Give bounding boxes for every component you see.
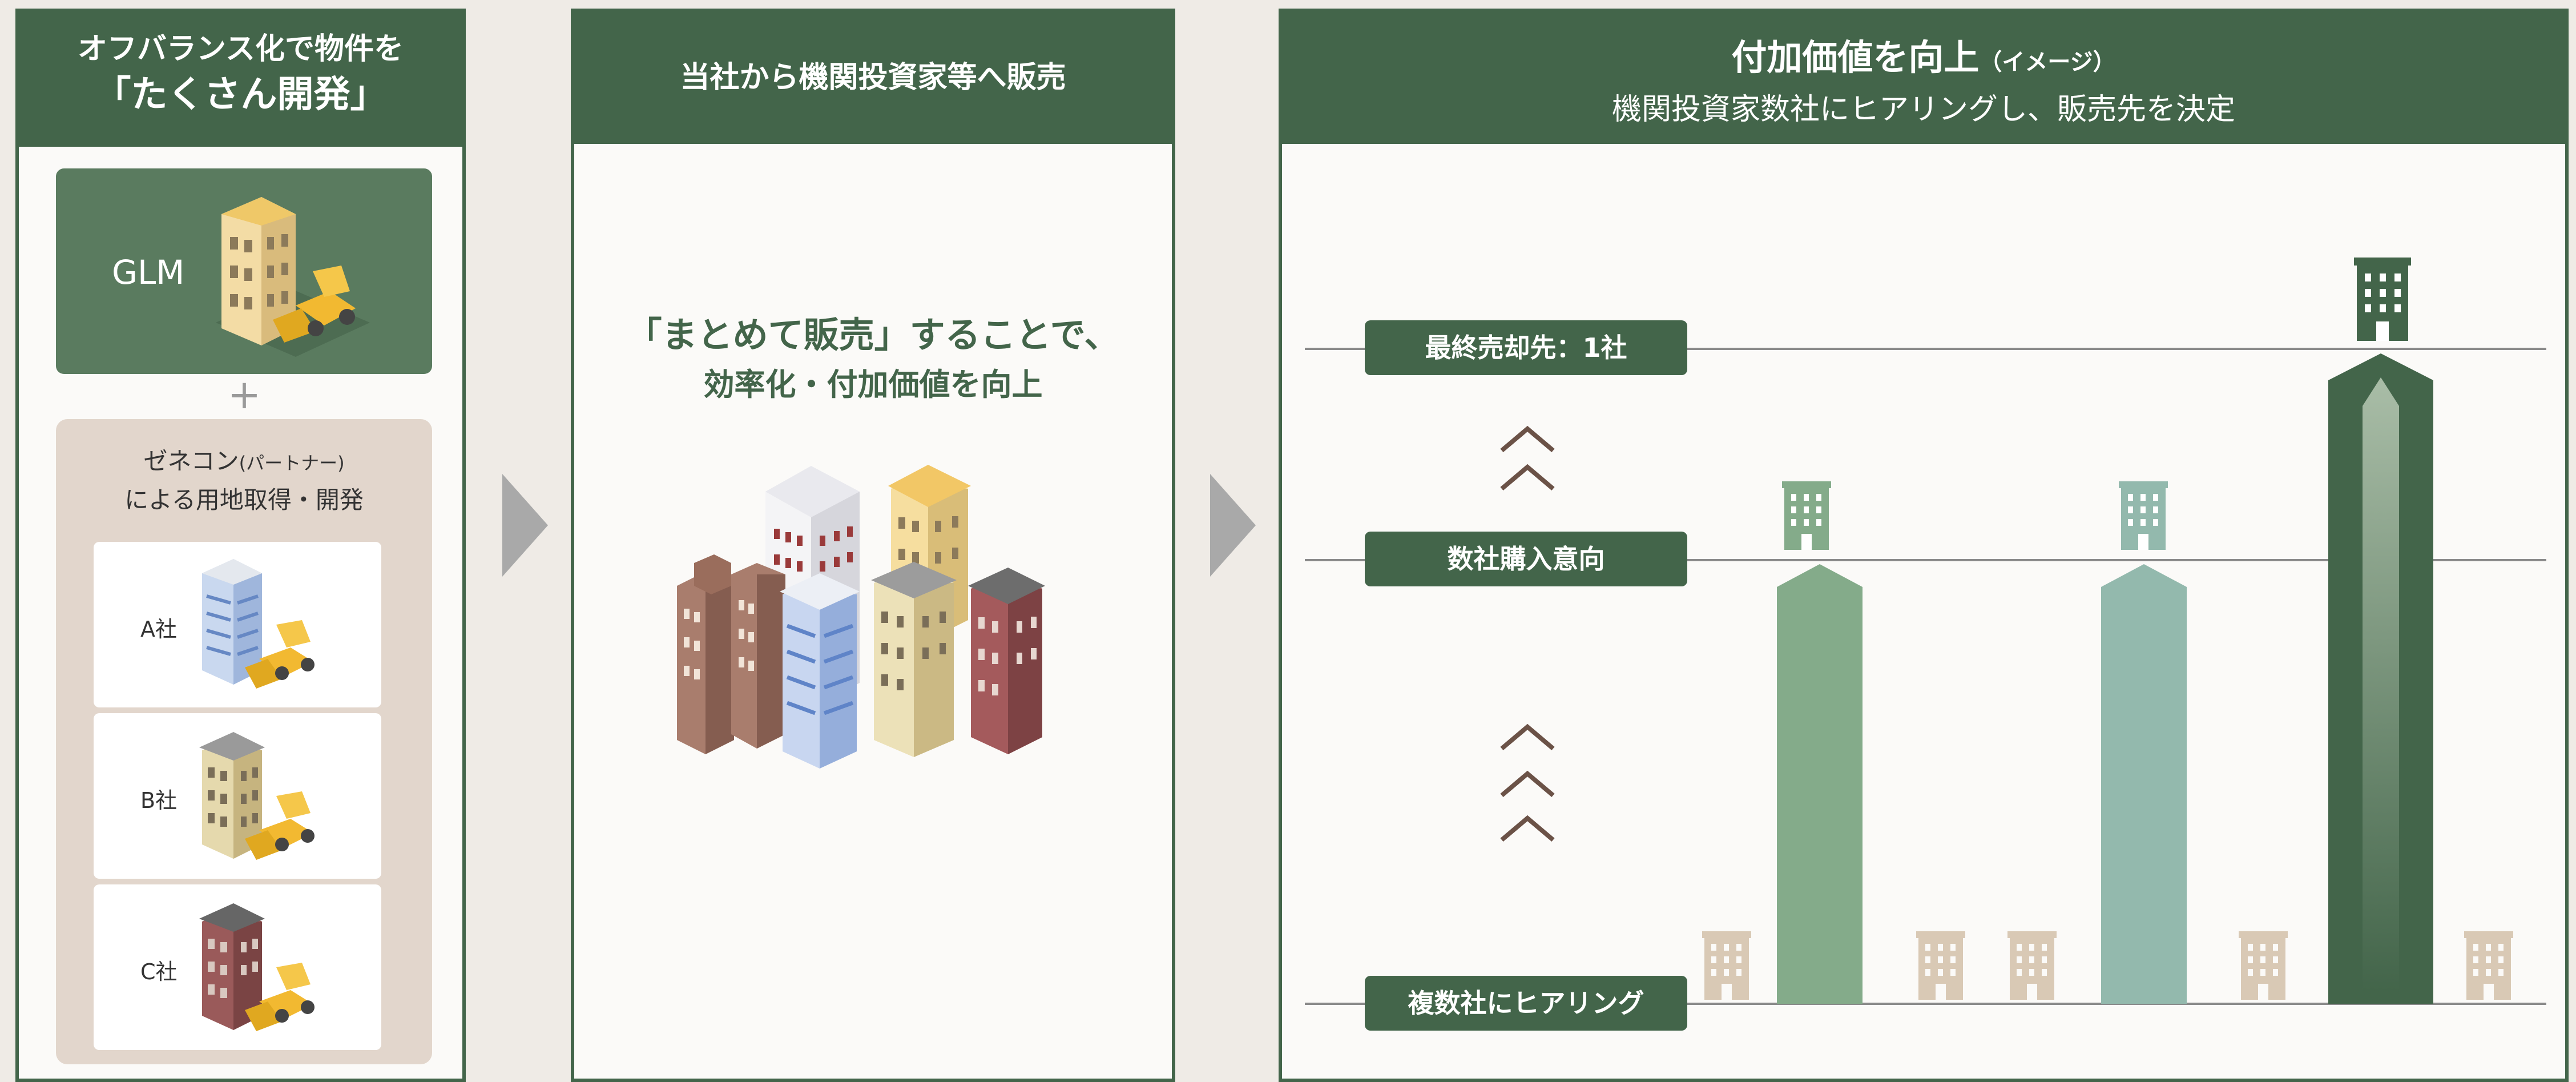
- company-label-a: A社: [140, 617, 177, 642]
- arrow-right-icon: [502, 474, 548, 577]
- office-building-bulldozer-icon: [202, 559, 315, 689]
- level-label-hearing: 複数社にヒアリング: [1365, 976, 1687, 1031]
- panel-value-title: 付加価値を向上（イメージ）: [1282, 35, 2565, 90]
- building-icon: [2354, 258, 2411, 341]
- panel-sales-lead-line2: 効率化・付加価値を向上: [703, 367, 1043, 403]
- bar-green: [1777, 564, 1863, 1004]
- building-with-bulldozer-icon: [216, 197, 370, 357]
- panel-sales-header: 当社から機関投資家等へ販売: [574, 12, 1172, 144]
- partner-title-main: ゼネコン: [143, 447, 239, 475]
- panel-development-title-line1: オフバランス化で物件を: [78, 32, 404, 66]
- glm-card: GLM: [56, 168, 432, 374]
- building-icon: [2119, 481, 2168, 550]
- partner-title-small: (パートナー): [239, 452, 345, 474]
- brick-building-bulldozer-icon: [199, 903, 315, 1031]
- arrow-up-icon: [2363, 377, 2399, 991]
- company-card-a: A社: [94, 542, 381, 707]
- panel-value-header: 付加価値を向上（イメージ） 機関投資家数社にヒアリングし、販売先を決定: [1282, 12, 2565, 144]
- bar-teal: [2101, 564, 2187, 1004]
- panel-value-subtitle: 機関投資家数社にヒアリングし、販売先を決定: [1611, 92, 2235, 127]
- partner-group: ゼネコン(パートナー) による用地取得・開発 A社: [56, 419, 432, 1064]
- company-label-b: B社: [140, 788, 178, 813]
- arrow-right-icon: [1210, 474, 1256, 577]
- level-label-final: 最終売却先：1社: [1365, 320, 1687, 375]
- panel-development-header: オフバランス化で物件を 「たくさん開発」: [19, 12, 462, 147]
- chevron-up-icon: [1500, 723, 1555, 842]
- building-icon: [1782, 481, 1831, 550]
- glm-label: GLM: [112, 253, 185, 292]
- building-cluster-icon: [677, 465, 1045, 769]
- panel-sales-title: 当社から機関投資家等へ販売: [680, 61, 1066, 95]
- panel-development: オフバランス化で物件を 「たくさん開発」 GLM + ゼネコ: [15, 9, 466, 1082]
- panel-value-title-main: 付加価値を向上: [1731, 37, 1980, 78]
- level-label-intent: 数社購入意向: [1365, 532, 1687, 586]
- panel-sales-lead-line1: 「まとめて販売」することで、: [626, 314, 1120, 356]
- company-card-c: C社: [94, 884, 381, 1050]
- building-windows: [1711, 944, 2504, 1000]
- partner-title: ゼネコン(パートナー): [56, 442, 432, 477]
- partner-title-line2: による用地取得・開発: [124, 486, 364, 514]
- panel-value-title-small: （イメージ）: [1979, 49, 2116, 75]
- apartment-building-bulldozer-icon: [199, 732, 315, 860]
- company-card-b: B社: [94, 713, 381, 879]
- panel-sales: 当社から機関投資家等へ販売 「まとめて販売」することで、 効率化・付加価値を向上: [571, 9, 1175, 1082]
- plus-icon: +: [227, 371, 261, 418]
- value-diagram: [1305, 258, 2546, 1005]
- chevron-up-icon: [1500, 425, 1555, 491]
- panel-development-title-line2: 「たくさん開発」: [94, 74, 387, 116]
- panel-value: 付加価値を向上（イメージ） 機関投資家数社にヒアリングし、販売先を決定: [1279, 9, 2569, 1082]
- company-label-c: C社: [140, 959, 178, 984]
